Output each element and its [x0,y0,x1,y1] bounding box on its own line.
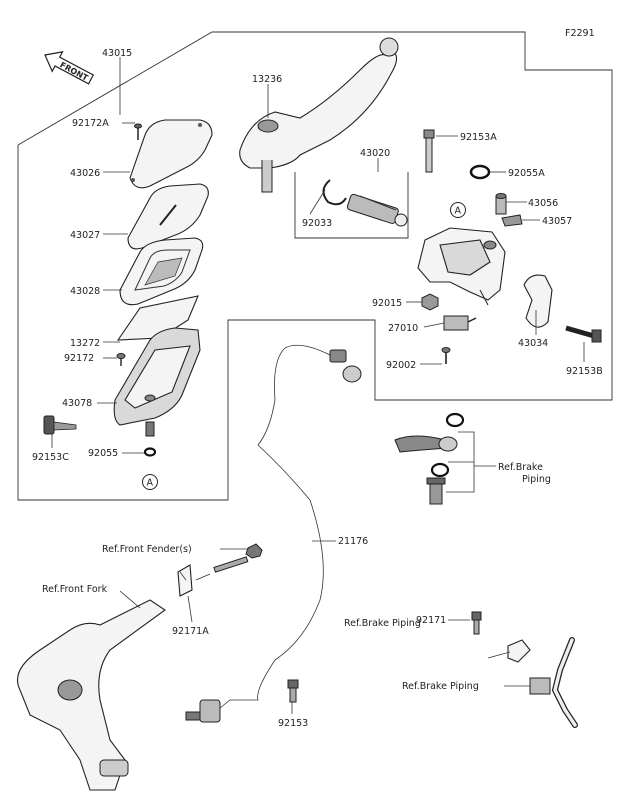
callout-13236: 13236 [252,74,282,85]
reference-labels: Ref.Brake Piping Ref.Front Fender(s) Ref… [42,462,551,692]
cable-connector [329,349,362,383]
marker-a-top: A [450,202,466,218]
callout-43057: 43057 [542,216,572,227]
callout-43015: 43015 [102,48,132,59]
svg-text:A: A [147,478,154,489]
reservoir-diaphragm [119,237,204,306]
reservoir-cap [129,119,213,189]
callout-13272: 13272 [70,338,100,349]
subassembly-frame [294,172,409,239]
front-label: FRONT [58,60,90,83]
svg-text:A: A [455,206,462,217]
bleeder-cap-43057 [501,214,523,227]
callout-43056: 43056 [528,198,558,209]
piston-kit [322,179,408,227]
callout-43034: 43034 [518,338,548,349]
front-fork-bracket [16,599,166,791]
screw-92172a [134,123,142,140]
callout-43027: 43027 [70,230,100,241]
callout-27010: 27010 [388,323,418,334]
callout-92172a: 92172A [72,118,109,129]
callout-92153c: 92153C [32,452,69,463]
brake-switch [443,315,477,331]
ref-brake-piping-line2: Piping [522,474,551,485]
brake-lever [239,37,399,193]
bolt-92153 [287,679,299,703]
callout-92002: 92002 [386,360,416,371]
callout-92033: 92033 [302,218,332,229]
ref-brake-piping-line1: Ref.Brake [498,462,543,473]
callout-92172: 92172 [64,353,94,364]
callout-92055a: 92055A [508,168,545,179]
ref-front-fork: Ref.Front Fork [42,584,108,595]
ref-brake-piping-a: Ref.Brake Piping [344,618,421,629]
front-arrow-icon: FRONT [44,51,95,85]
callout-92171: 92171 [416,615,446,626]
callout-92015: 92015 [372,298,402,309]
bolt-92153c [43,415,77,435]
clamp-92171 [471,611,531,663]
banjo-fitting [394,412,465,505]
callout-43028: 43028 [70,286,100,297]
callout-92055: 92055 [88,448,118,459]
reservoir-body [113,327,201,437]
figure-code: F2291 [565,28,595,39]
screw-92172 [116,353,126,366]
ref-front-fender: Ref.Front Fender(s) [102,544,192,555]
leader-lines [51,57,585,714]
bolt-92153a [423,129,435,173]
ref-brake-piping-b: Ref.Brake Piping [402,681,479,692]
callout-21176: 21176 [338,536,368,547]
callout-labels: 43015 92172A 43026 43027 43028 13272 921… [32,48,603,729]
marker-a-bottom: A [142,474,158,490]
callout-92153b: 92153B [566,366,603,377]
wheel-sensor [185,699,221,723]
master-cylinder-body [417,227,506,306]
brake-hose-lower [529,637,578,728]
screw-92002 [441,347,451,364]
callout-92153: 92153 [278,718,308,729]
callout-43020: 43020 [360,148,390,159]
nut-92015 [421,293,439,311]
clamp-92171a [177,543,263,597]
bolt-92153b [565,325,602,343]
callout-92153a: 92153A [460,132,497,143]
o-ring-92055 [143,447,157,457]
assembly-frame [17,31,613,501]
reservoir-plate [127,183,209,250]
callout-43026: 43026 [70,168,100,179]
callout-43078: 43078 [62,398,92,409]
bleeder-43056 [495,193,507,215]
sensor-cable [214,344,331,713]
clamp-43034 [523,274,553,328]
o-ring-92055a [469,164,491,180]
callout-92171a: 92171A [172,626,209,637]
